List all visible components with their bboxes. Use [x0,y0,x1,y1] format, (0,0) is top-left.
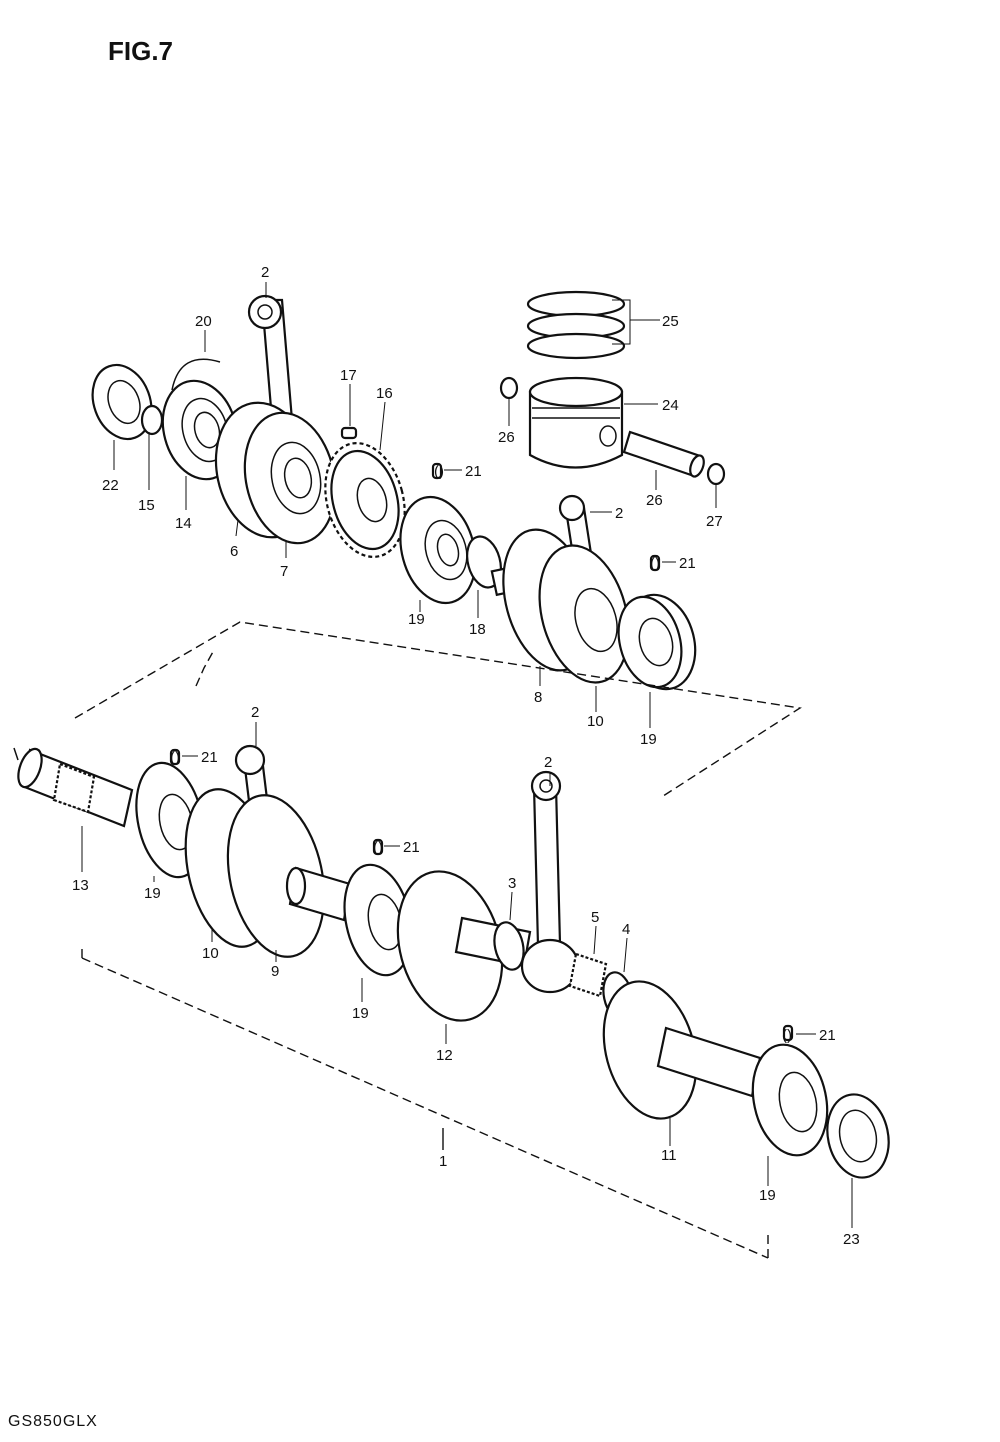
oil-seal-23 [826,1093,890,1179]
crank-web-9-10 [184,744,352,958]
crank-end-13 [13,747,134,828]
label-upper-2: 2 [261,264,269,281]
dowel-pin-21d [372,838,384,856]
label-upper-26a: 26 [498,429,515,446]
pin-callout-marks: () () () () () [170,463,792,1044]
crank-web-11 [602,980,762,1120]
dowel-pin-21e [782,1024,794,1042]
label-upper-25: 25 [662,313,679,330]
label-upper-17: 17 [340,367,357,384]
dowel-pin-21c [169,748,181,766]
label-lower-4: 4 [622,921,630,938]
dowel-pin-21a [431,462,443,480]
upper-labels: 2 20 17 16 22 15 14 6 7 25 24 26 26 27 2… [102,264,723,748]
o-ring-15 [140,404,164,436]
label-upper-19b: 19 [640,731,657,748]
label-lower-19a: 19 [144,885,161,902]
label-lower-5: 5 [591,909,599,926]
o-ring-3 [493,921,525,971]
needle-bearing-5 [568,952,608,998]
piston-pin-26 [622,430,705,478]
model-code: GS850GLX [8,1413,98,1430]
bearing-19e [751,1043,829,1157]
gear-16 [324,442,406,558]
svg-text:(): () [170,749,180,766]
crank-web-6-7 [214,294,337,545]
piston-rings-25 [526,290,626,360]
upper-enclosure-line [74,621,802,799]
label-lower-19b: 19 [352,1005,369,1022]
label-lower-12: 12 [436,1047,453,1064]
clip-20 [171,358,221,391]
label-upper-21a: 21 [465,463,482,480]
label-upper-15: 15 [138,497,155,514]
label-upper-6: 6 [230,543,238,560]
label-upper-21b: 21 [679,555,696,572]
bearing-19b [617,593,697,691]
label-upper-14: 14 [175,515,192,532]
svg-text:(): () [650,555,660,572]
label-lower-9: 9 [271,963,279,980]
label-upper-16: 16 [376,385,393,402]
figure-title: FIG.7 [108,36,173,66]
oil-seal-22 [91,363,153,441]
label-upper-26b: 26 [646,492,663,509]
leader-lines [81,282,853,1228]
label-upper-18: 18 [469,621,486,638]
svg-text:(): () [782,1027,792,1044]
label-upper-8: 8 [534,689,542,706]
label-lower-2b: 2 [544,754,552,771]
label-upper-19a: 19 [408,611,425,628]
label-lower-2a: 2 [251,704,259,721]
svg-text:(): () [434,463,444,480]
label-upper-7: 7 [280,563,288,580]
label-lower-21b: 21 [403,839,420,856]
label-upper-10: 10 [587,713,604,730]
label-lower-23: 23 [843,1231,860,1248]
piston-24 [528,376,624,469]
label-upper-2b: 2 [615,505,623,522]
label-lower-10: 10 [202,945,219,962]
crank-web-8-10 [490,494,630,684]
lower-bracket-line [81,957,769,1259]
label-upper-20: 20 [195,313,212,330]
circlip-26a [499,376,519,400]
label-lower-19c: 19 [759,1187,776,1204]
dowel-pin-21b [649,554,661,572]
circlip-27 [706,462,726,486]
label-lower-3: 3 [508,875,516,892]
key-17 [340,426,358,440]
label-lower-13: 13 [72,877,89,894]
svg-text:(): () [373,839,383,856]
label-upper-27: 27 [706,513,723,530]
upper-enclosure-mark [195,649,215,687]
label-lower-1: 1 [439,1153,447,1170]
label-upper-24: 24 [662,397,679,414]
label-upper-22: 22 [102,477,119,494]
bearing-19a [399,495,477,605]
conrod-lower-2 [520,770,580,994]
label-lower-21c: 21 [819,1027,836,1044]
label-lower-21a: 21 [201,749,218,766]
lower-labels: 2 21 13 19 10 9 21 2 3 5 4 19 12 21 11 1… [72,704,860,1248]
label-lower-11: 11 [661,1147,677,1164]
